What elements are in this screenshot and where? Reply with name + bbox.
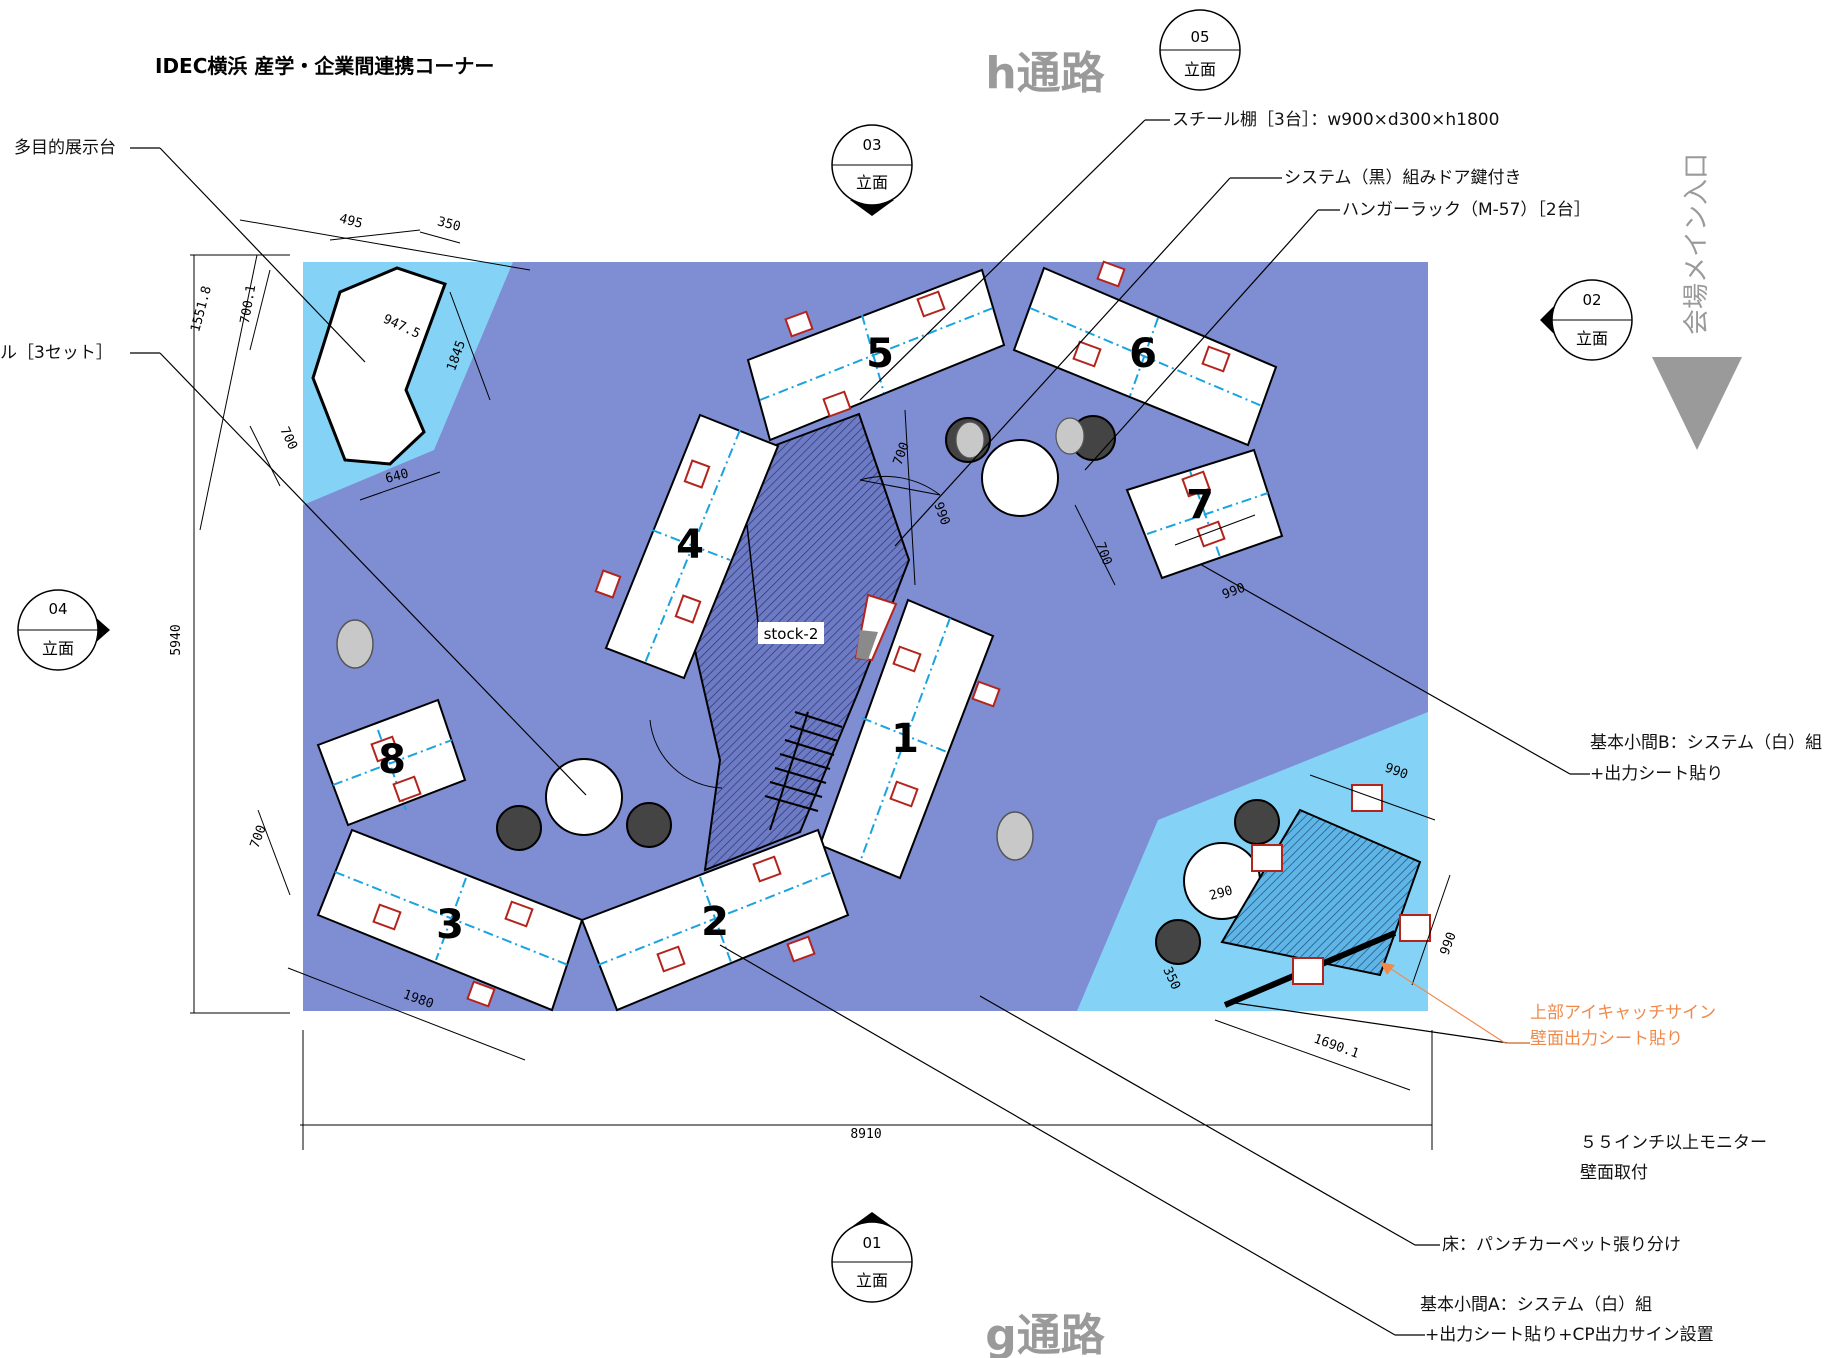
plant-icon <box>955 421 985 459</box>
booth-7 <box>1125 448 1284 580</box>
booth-4 <box>604 413 780 680</box>
elevation-label: 立面 <box>856 1271 888 1290</box>
elevation-marker-02: 02 立面 <box>1540 279 1633 361</box>
dim-total-width: 8910 <box>850 1127 881 1142</box>
display-table <box>311 266 447 466</box>
leader-lines <box>130 119 1590 1336</box>
callout-monitor-line1: ５５インチ以上モニター <box>1580 1133 1767 1153</box>
stock-label: stock-2 <box>764 625 819 643</box>
elevation-id: 04 <box>48 600 67 618</box>
callout-booth-b-line2: +出力シート貼り <box>1590 764 1723 784</box>
elevation-label: 立面 <box>1184 60 1216 79</box>
elevation-id: 01 <box>862 1234 881 1252</box>
page-title: IDEC横浜 産学・企業間連携コーナー <box>155 54 494 78</box>
road-label-top: h通路 <box>985 48 1105 99</box>
elevation-label: 立面 <box>856 173 888 192</box>
booth-number: 6 <box>1129 331 1157 377</box>
callout-display-table: 多目的展示台 <box>14 138 116 158</box>
table-group-right <box>1155 799 1280 965</box>
booth-number: 8 <box>378 737 406 783</box>
callout-booth-a-line2: +出力シート貼り+CP出力サイン設置 <box>1425 1325 1714 1345</box>
dim-640: 640 <box>384 466 411 487</box>
callout-eyecatch-line1: 上部アイキャッチサイン <box>1530 1003 1716 1023</box>
booth-number: 2 <box>701 899 729 945</box>
booth-6 <box>1012 266 1278 447</box>
callout-monitor-line2: 壁面取付 <box>1580 1163 1648 1183</box>
booth-number: 1 <box>891 716 919 762</box>
dim-700-d: 700 <box>248 823 270 850</box>
booth-3 <box>316 828 584 1012</box>
booth-number: 4 <box>676 522 704 568</box>
elevation-marker-04: 04 立面 <box>17 589 110 671</box>
entrance-label: 会場メイン入口 <box>1682 153 1712 335</box>
dim-total-height: 5940 <box>169 624 184 655</box>
dim-290: 290 <box>1208 883 1235 904</box>
callout-table-set: ル［3セット］ <box>0 343 113 363</box>
elevation-marker-01: 01 立面 <box>831 1212 913 1303</box>
entrance-arrow-icon <box>1652 357 1742 450</box>
sign-fixtures <box>370 260 1231 1008</box>
booth-2 <box>580 828 850 1012</box>
callout-steel-shelf: スチール棚［3台］：w900×d300×h1800 <box>1172 110 1499 130</box>
booth-1 <box>818 598 995 880</box>
plant-icon <box>996 811 1034 861</box>
dim-700-a: 700 <box>276 425 300 453</box>
elevation-label: 立面 <box>42 639 74 658</box>
dim-990-f: 990 <box>1438 930 1460 957</box>
callout-eyecatch-line2: 壁面出力シート貼り <box>1530 1029 1683 1049</box>
dim-700-1: 700.1 <box>238 284 260 325</box>
callout-hanger: ハンガーラック（M-57）［2台］ <box>1342 200 1591 220</box>
elevation-marker-03: 03 立面 <box>831 124 913 216</box>
panel-stand <box>1220 808 1422 977</box>
callout-floor: 床：パンチカーペット張り分け <box>1442 1235 1681 1255</box>
shelf-rack <box>764 711 843 831</box>
dimension-lines <box>190 219 1451 1150</box>
elevation-id: 02 <box>1582 291 1601 309</box>
table-group-left <box>496 758 672 851</box>
dim-495: 495 <box>338 211 365 232</box>
elevation-label: 立面 <box>1576 329 1608 348</box>
callout-booth-a-line1: 基本小間A：システム（白）組 <box>1420 1295 1652 1315</box>
plant-icon <box>1055 417 1085 455</box>
callout-system-black: システム（黒）組みドア鍵付き <box>1284 168 1522 188</box>
elevation-id: 03 <box>862 136 881 154</box>
elevation-marker-05: 05 立面 <box>1159 9 1241 91</box>
callout-booth-b-line1: 基本小間B：システム（白）組 <box>1590 733 1822 753</box>
booth-number: 3 <box>436 902 464 948</box>
booth-number: 7 <box>1186 482 1214 528</box>
dim-corner-h: 1551.8 <box>188 284 215 333</box>
road-label-bottom: g通路 <box>985 1310 1105 1358</box>
dim-350: 350 <box>436 214 463 235</box>
elevation-id: 05 <box>1190 28 1209 46</box>
plant-icon <box>336 619 374 669</box>
booth-number: 5 <box>866 331 894 377</box>
